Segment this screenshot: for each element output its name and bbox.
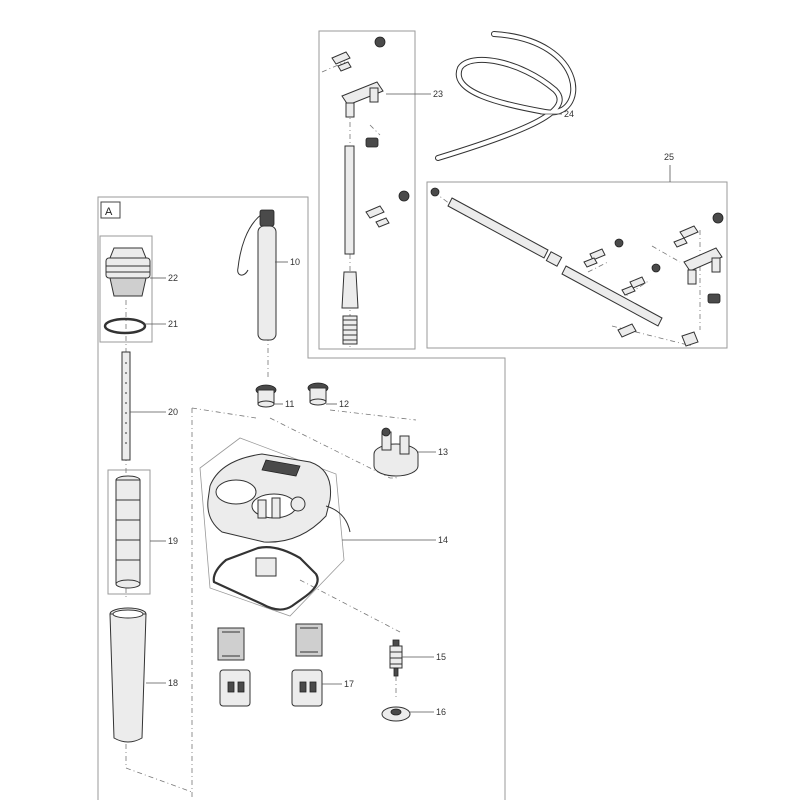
callout-14: 14 [438,535,448,545]
section-a-frame [97,196,506,800]
part-13-connector-block [373,427,419,477]
callout-10: 10 [290,257,300,267]
callout-23: 23 [433,89,443,99]
callout-11: 11 [285,399,294,409]
part-11-valve [255,384,277,408]
callout-24: 24 [564,109,574,119]
callout-16: 16 [436,707,446,717]
leader-lines [130,93,671,713]
part-10-heater [237,209,277,341]
part-16-impeller-cover [381,706,411,722]
section-a-marker: A [105,206,113,218]
part-23-pipe-set [331,36,410,345]
callout-13: 13 [438,447,448,457]
frame-part-19 [107,469,151,595]
part-14-pump-head [199,437,351,617]
callout-12: 12 [339,399,349,409]
frame-part-25 [426,181,728,349]
assembly-lines [125,61,701,800]
part-18-filter-tube [109,607,147,743]
part-17-clips-and-holders [217,623,323,707]
callout-22: 22 [168,273,178,283]
part-25-spray-bar-set [430,187,724,347]
frame-part-23 [318,30,416,350]
part-12-valve [307,382,329,406]
callout-25: 25 [664,152,674,162]
callout-18: 18 [168,678,178,688]
callout-17: 17 [344,679,354,689]
part-21-o-ring [103,317,147,335]
callout-15: 15 [436,652,446,662]
part-22-valve-head [105,247,151,297]
part-15-impeller [389,639,403,677]
frame-part-21-22 [99,235,153,343]
callout-19: 19 [168,536,178,546]
callout-20: 20 [168,407,178,417]
part-19-media-stack [115,475,141,589]
callout-21: 21 [168,319,178,329]
section-a-marker-box [100,201,121,219]
callout-labels: 10 11 12 13 14 15 16 17 18 19 20 21 22 2… [168,89,674,717]
part-20-perforated-tube [121,351,131,461]
